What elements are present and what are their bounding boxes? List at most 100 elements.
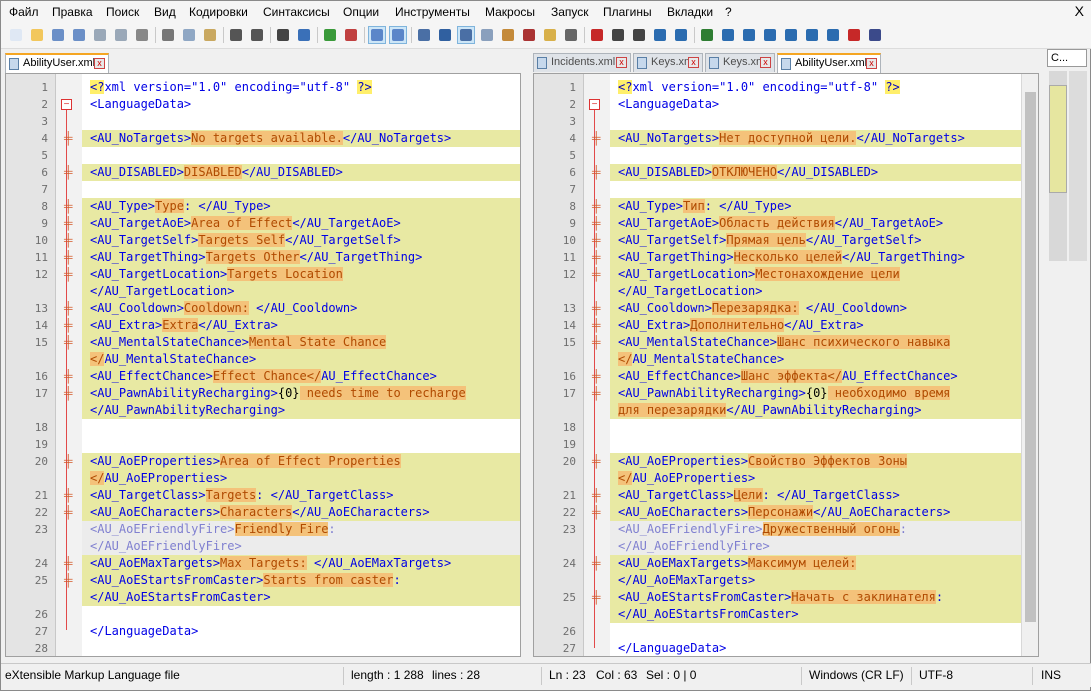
prev-diff-icon[interactable] (782, 26, 800, 44)
code-line[interactable] (82, 113, 520, 130)
change-marker-icon[interactable]: ╪ (64, 386, 73, 400)
code-line[interactable]: <AU_AoEProperties>Area of Effect Propert… (82, 453, 520, 470)
code-line[interactable]: </AU_AoEProperties> (82, 470, 520, 487)
code-line[interactable]: <AU_Type>Type: </AU_Type> (82, 198, 520, 215)
change-marker-icon[interactable]: ╪ (64, 199, 73, 213)
menu-item[interactable]: Плагины (603, 5, 652, 19)
code-line[interactable]: <AU_AoEFriendlyFire>Дружественный огонь: (610, 521, 1038, 538)
status-eol[interactable]: Windows (CR LF) (809, 668, 904, 682)
code-line[interactable]: <AU_TargetAoE>Область действия</AU_Targe… (610, 215, 1038, 232)
document-map-preview-secondary[interactable] (1069, 71, 1087, 261)
close-tab-icon[interactable]: x (94, 58, 105, 69)
code-line[interactable]: <AU_PawnAbilityRecharging>{0} необходимо… (610, 385, 1038, 402)
change-marker-icon[interactable]: ╪ (64, 335, 73, 349)
code-line[interactable]: <AU_EffectChance>Effect Chance</AU_Effec… (82, 368, 520, 385)
code-line[interactable]: <AU_Extra>Дополнительно</AU_Extra> (610, 317, 1038, 334)
code-line[interactable]: </LanguageData> (82, 623, 520, 640)
change-marker-icon[interactable]: ╪ (592, 267, 601, 281)
change-marker-icon[interactable]: ╪ (592, 199, 601, 213)
change-marker-icon[interactable]: ╪ (592, 454, 601, 468)
change-marker-icon[interactable]: ╪ (64, 573, 73, 587)
code-line[interactable]: <AU_AoEProperties>Свойство Эффектов Зоны (610, 453, 1038, 470)
redo-icon[interactable] (248, 26, 266, 44)
code-line[interactable]: </AU_AoEMaxTargets> (610, 572, 1038, 589)
code-line[interactable]: <AU_MentalStateChance>Mental State Chanc… (82, 334, 520, 351)
code-line[interactable]: <AU_AoECharacters>Characters</AU_AoEChar… (82, 504, 520, 521)
code-line[interactable]: <AU_TargetSelf>Targets Self</AU_TargetSe… (82, 232, 520, 249)
code-line[interactable]: </AU_TargetLocation> (82, 283, 520, 300)
status-encoding[interactable]: UTF-8 (919, 668, 953, 682)
split-divider[interactable] (523, 53, 531, 657)
code-line[interactable]: <AU_TargetSelf>Прямая цель</AU_TargetSel… (610, 232, 1038, 249)
change-marker-icon[interactable]: ╪ (64, 488, 73, 502)
code-line[interactable]: </AU_PawnAbilityRecharging> (82, 402, 520, 419)
code-line[interactable]: <AU_AoEFriendlyFire>Friendly Fire: (82, 521, 520, 538)
change-marker-icon[interactable]: ╪ (64, 233, 73, 247)
status-insert-mode[interactable]: INS (1041, 668, 1062, 682)
code-area[interactable]: <?xml version="1.0" encoding="utf-8" ?><… (82, 74, 520, 656)
code-line[interactable]: <AU_TargetAoE>Area of Effect</AU_TargetA… (82, 215, 520, 232)
code-line[interactable] (82, 147, 520, 164)
code-line[interactable] (82, 181, 520, 198)
change-marker-icon[interactable]: ╪ (592, 386, 601, 400)
code-line[interactable]: <AU_TargetClass>Цели: </AU_TargetClass> (610, 487, 1038, 504)
sync-horizontal-icon[interactable] (389, 26, 407, 44)
document-map-title[interactable]: C... (1047, 49, 1087, 67)
code-line[interactable]: <AU_Type>Тип: </AU_Type> (610, 198, 1038, 215)
fold-toggle-icon[interactable]: − (61, 99, 72, 110)
code-line[interactable] (610, 113, 1038, 130)
compare-icon[interactable] (698, 26, 716, 44)
navigation-bar-icon[interactable] (845, 26, 863, 44)
compare-settings-icon[interactable] (719, 26, 737, 44)
fold-margin[interactable]: −╪╪╪╪╪╪╪╪╪╪╪╪╪╪╪╪╪ (584, 74, 610, 656)
change-marker-icon[interactable]: ╪ (64, 250, 73, 264)
change-marker-icon[interactable]: ╪ (592, 233, 601, 247)
code-line[interactable]: </AU_MentalStateChance> (82, 351, 520, 368)
code-line[interactable]: <AU_TargetThing>Targets Other</AU_Target… (82, 249, 520, 266)
code-line[interactable] (610, 436, 1038, 453)
document-map-viewport[interactable] (1049, 85, 1067, 193)
stop-record-icon[interactable] (609, 26, 627, 44)
change-marker-icon[interactable]: ╪ (64, 216, 73, 230)
zoom-out-icon[interactable] (342, 26, 360, 44)
code-line[interactable]: <AU_TargetLocation>Местонахождение цели (610, 266, 1038, 283)
code-line[interactable]: </AU_AoEFriendlyFire> (82, 538, 520, 555)
vertical-scrollbar[interactable] (1021, 74, 1038, 656)
change-marker-icon[interactable]: ╪ (592, 216, 601, 230)
code-line[interactable]: </AU_AoEFriendlyFire> (610, 538, 1038, 555)
code-line[interactable]: <AU_TargetThing>Несколько целей</AU_Targ… (610, 249, 1038, 266)
change-marker-icon[interactable]: ╪ (592, 488, 601, 502)
close-tab-icon[interactable]: x (760, 57, 771, 68)
menu-item[interactable]: Правка (52, 5, 93, 19)
close-tab-icon[interactable]: x (688, 57, 699, 68)
doc-map-icon[interactable] (499, 26, 517, 44)
close-all-icon[interactable] (112, 26, 130, 44)
undo-icon[interactable] (227, 26, 245, 44)
change-marker-icon[interactable]: ╪ (592, 556, 601, 570)
next-diff-icon[interactable] (803, 26, 821, 44)
new-file-icon[interactable] (7, 26, 25, 44)
zoom-in-icon[interactable] (321, 26, 339, 44)
change-marker-icon[interactable]: ╪ (64, 505, 73, 519)
monitor-icon[interactable] (562, 26, 580, 44)
code-line[interactable]: <AU_TargetLocation>Targets Location (82, 266, 520, 283)
menu-item[interactable]: Кодировки (189, 5, 248, 19)
change-marker-icon[interactable]: ╪ (592, 250, 601, 264)
code-line[interactable]: <AU_EffectChance>Шанс эффекта</AU_Effect… (610, 368, 1038, 385)
save-all-icon[interactable] (70, 26, 88, 44)
show-all-chars-icon[interactable] (436, 26, 454, 44)
code-line[interactable] (610, 419, 1038, 436)
scrollbar-thumb[interactable] (1025, 92, 1036, 622)
change-marker-icon[interactable]: ╪ (592, 165, 601, 179)
sync-vertical-icon[interactable] (368, 26, 386, 44)
paste-icon[interactable] (201, 26, 219, 44)
menu-item[interactable]: Поиск (106, 5, 140, 19)
fold-toggle-icon[interactable]: − (589, 99, 600, 110)
last-diff-icon[interactable] (824, 26, 842, 44)
code-line[interactable] (610, 181, 1038, 198)
fold-margin[interactable]: −╪╪╪╪╪╪╪╪╪╪╪╪╪╪╪╪╪ (56, 74, 82, 656)
code-line[interactable]: <LanguageData> (82, 96, 520, 113)
code-line[interactable]: <?xml version="1.0" encoding="utf-8" ?> (82, 79, 520, 96)
